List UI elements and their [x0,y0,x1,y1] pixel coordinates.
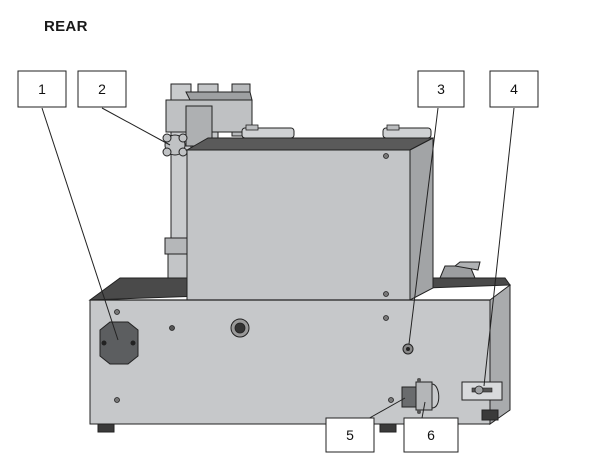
callout-3-label: 3 [437,81,445,97]
foot [97,423,115,433]
callout-6-label: 6 [427,427,435,443]
callout-6: 6 [403,417,459,453]
upper-enclosure [185,124,434,301]
hinge [241,127,295,139]
vertical-post-assembly [162,83,253,285]
callout-1-label: 1 [38,81,46,97]
connector-plate [99,321,139,365]
callout-1: 1 [17,70,67,108]
hinge [382,127,432,139]
callout-2-label: 2 [98,81,106,97]
foot [379,423,397,433]
foot [481,409,499,421]
callout-2: 2 [77,70,127,108]
leader-lines [41,107,515,421]
diagram-title: REAR [44,18,88,35]
small-connector [402,343,414,355]
callout-4-label: 4 [510,81,518,97]
side-slot [461,381,503,401]
power-inlet [401,378,440,414]
callout-4: 4 [489,70,539,108]
callout-5: 5 [325,417,375,453]
base-enclosure [89,284,511,433]
callout-5-label: 5 [346,427,354,443]
clamp-knob [162,133,188,157]
callout-3: 3 [417,70,465,108]
